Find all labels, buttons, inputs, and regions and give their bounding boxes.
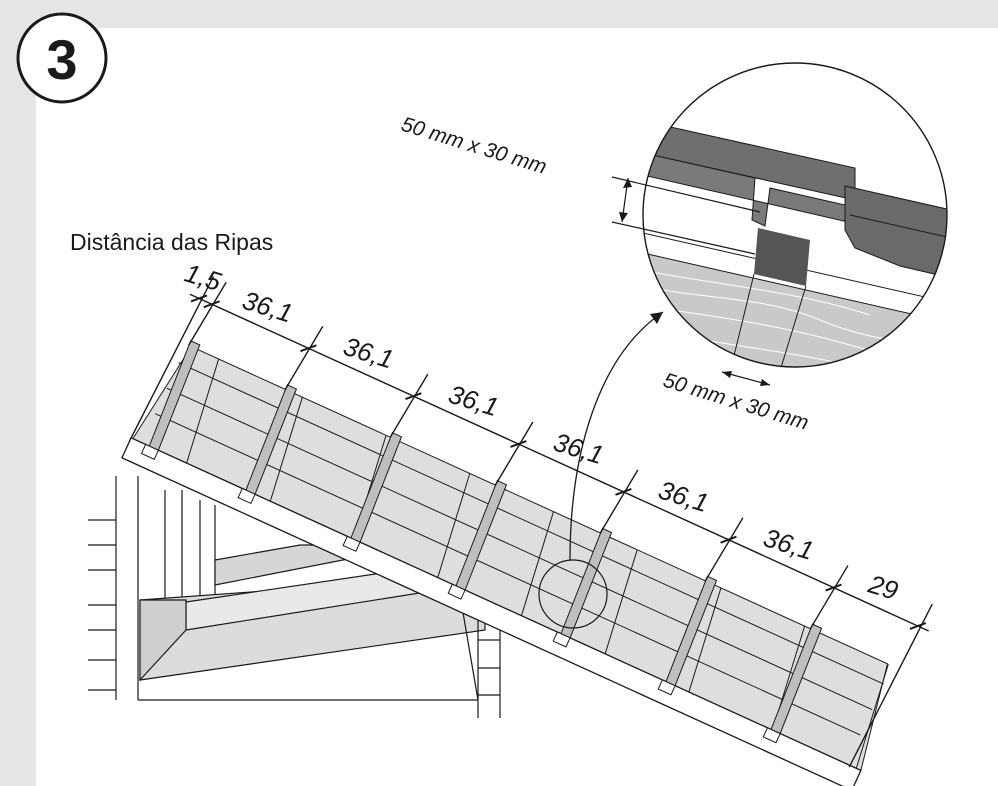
dimension-label: 36,1 — [239, 285, 296, 328]
dimension-slash — [405, 392, 422, 401]
detail-bottom-dimension — [721, 371, 771, 386]
dimension-slash — [825, 583, 842, 592]
dimension-line — [129, 276, 933, 768]
dimension-slash — [615, 487, 632, 496]
dimension-label: 29 — [864, 568, 901, 605]
dimension-slash — [720, 535, 737, 544]
rafter-line — [855, 664, 889, 769]
dimension-tick — [389, 373, 429, 438]
batten — [342, 432, 403, 552]
dimension-label: 36,1 — [655, 475, 712, 518]
dimension-label: 36,1 — [760, 522, 817, 565]
rafter-line — [186, 358, 220, 464]
frame-top — [0, 0, 998, 28]
step-badge-circle — [16, 12, 108, 104]
detail-top-dimension — [611, 176, 761, 255]
detail-batten-section — [754, 228, 810, 286]
rafter-line — [520, 511, 554, 616]
dimension-label: 36,1 — [445, 379, 502, 422]
detail-top-label: 50 mm x 30 mm — [399, 113, 550, 179]
detail-bottom-label: 50 mm x 30 mm — [661, 369, 812, 435]
battens — [140, 340, 823, 744]
dimension-tick — [284, 325, 324, 390]
dimension-slash — [909, 622, 927, 630]
dimension-slash — [203, 300, 221, 309]
fascia-board — [121, 436, 862, 786]
dimension-label: 36,1 — [340, 331, 397, 374]
dimension-tick — [848, 603, 933, 768]
batten — [140, 340, 201, 461]
step-badge: 3 — [16, 12, 108, 104]
diagram-title: Distância das Ripas — [70, 229, 273, 255]
rafter-line — [688, 587, 722, 693]
batten — [762, 623, 823, 744]
dimension-tick — [129, 276, 215, 440]
purlin-line — [166, 387, 873, 711]
dimension-slash — [510, 440, 527, 448]
rafter-line — [269, 397, 303, 502]
batten — [447, 479, 508, 600]
detail-tile-lower — [844, 185, 947, 281]
dimension-slash — [190, 294, 208, 303]
rafter-line — [604, 549, 638, 655]
detail-arrow-head — [650, 312, 663, 324]
batten — [237, 384, 298, 505]
detail-arrow — [569, 311, 664, 561]
purlin-line — [155, 413, 861, 736]
dimension-label: 1,5 — [181, 258, 225, 297]
dimension-tick — [188, 281, 227, 346]
dimension-tick — [599, 469, 639, 534]
batten — [657, 575, 718, 696]
frame-left — [0, 0, 36, 786]
dimension-slash — [300, 344, 317, 353]
detail-zoom — [642, 62, 948, 368]
roof-assembly — [121, 276, 933, 786]
detail-circle-outline — [642, 62, 948, 368]
dimension-baseline — [189, 293, 930, 632]
dimension-tick — [494, 421, 534, 486]
dimension-tick — [809, 565, 849, 630]
batten — [552, 527, 613, 648]
rafter-line — [437, 473, 471, 578]
dimension-label: 36,1 — [550, 427, 607, 470]
detail-rafter — [643, 250, 947, 367]
step-number: 3 — [46, 28, 77, 91]
detail-marker-circle — [538, 559, 608, 629]
dimension-tick — [704, 517, 744, 582]
purlin-line — [178, 362, 884, 685]
